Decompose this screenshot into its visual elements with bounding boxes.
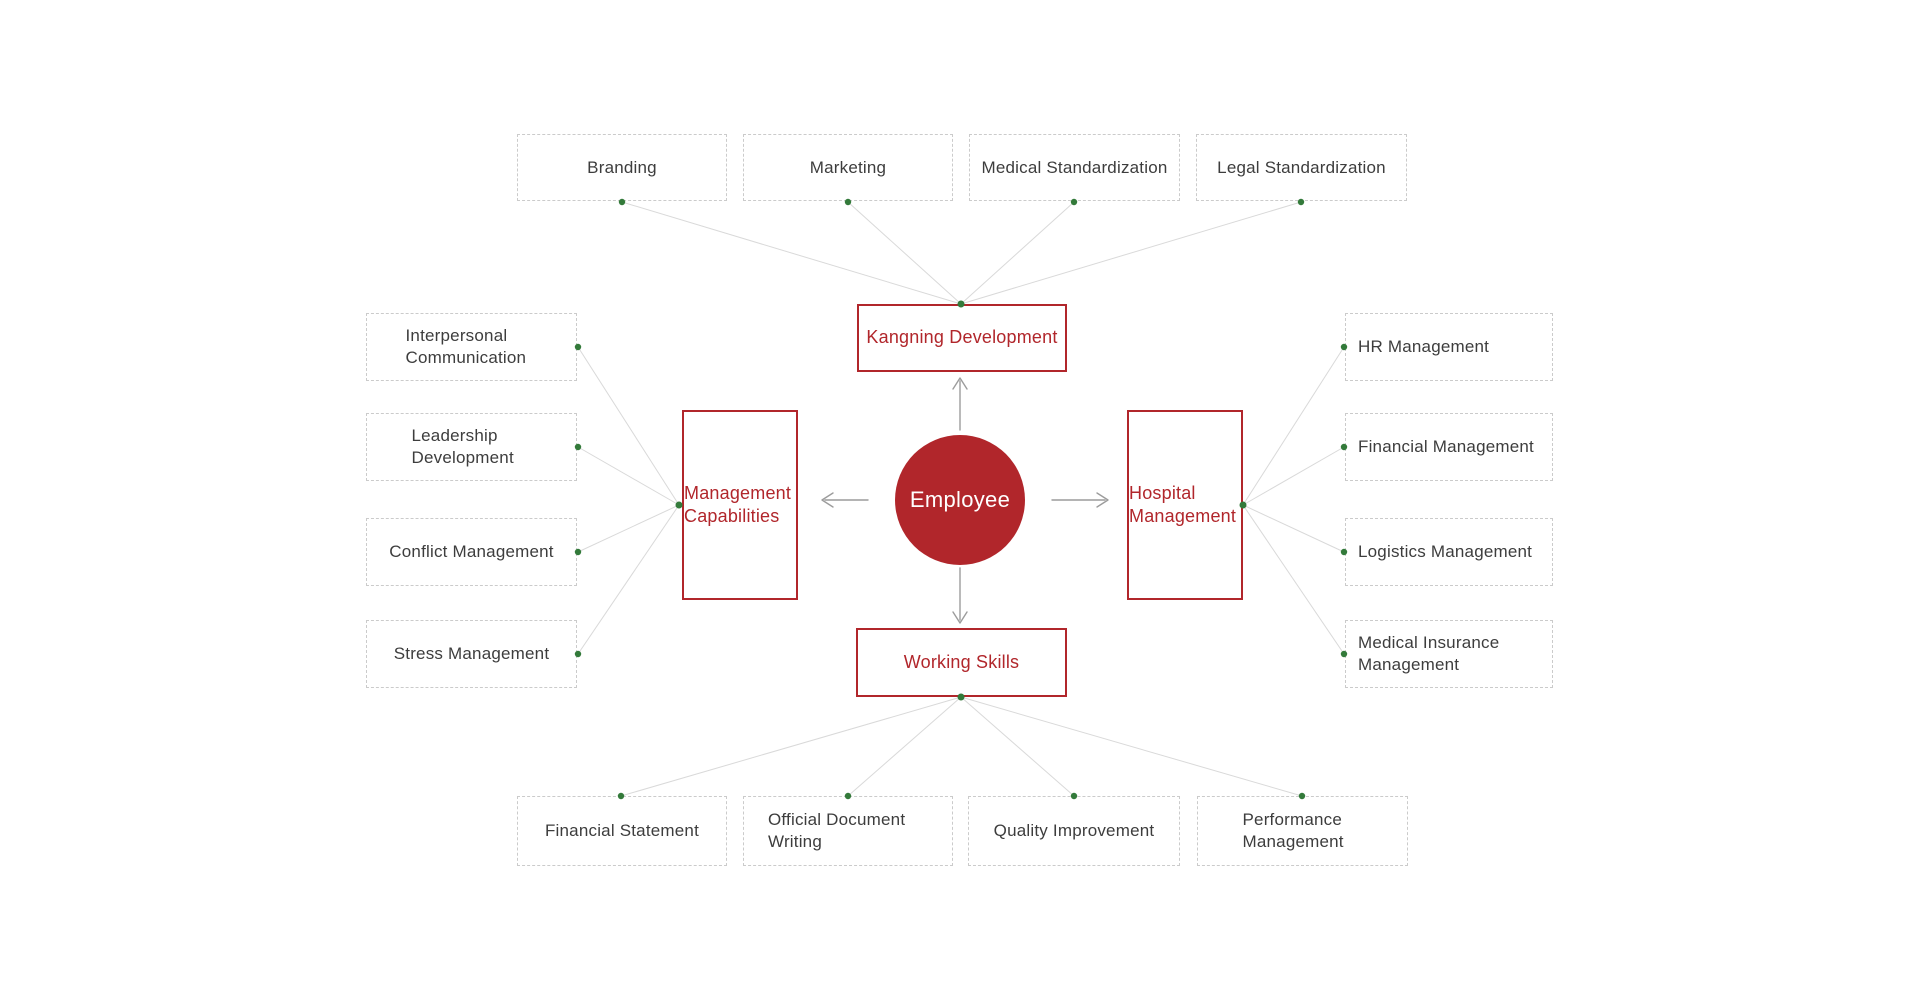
connector-lines-top [621,201,1302,305]
connector-line [960,201,1075,305]
connector-line [577,504,680,553]
node-label: Branding [587,157,657,177]
node-logistics-management: Logistics Management [1345,518,1553,586]
node-financial-statement: Financial Statement [517,796,727,866]
hub-label: Kangning Development [866,327,1058,348]
node-label: Stress Management [393,644,550,664]
connector-lines-left [577,346,680,655]
node-label: Leadership Development [411,426,514,467]
node-hr-management: HR Management [1345,313,1553,381]
node-label: Official Document Writing [768,810,906,851]
connector-line [577,504,680,655]
center-label: Employee [909,487,1011,512]
node-label: Marketing [809,157,887,177]
node-label: Performance Management [1242,810,1344,851]
arrow-left-icon [821,492,869,508]
hub-kangning-development: Kangning Development [857,304,1067,372]
connector-line [621,201,962,305]
node-legal-standardization: Legal Standardization [1196,134,1407,201]
hub-label: Hospital Management [1129,482,1237,526]
connector-lines-bottom [620,696,1303,797]
node-label: Logistics Management [1358,542,1533,562]
arrow-right-icon [1051,492,1109,508]
node-label: Legal Standardization [1217,157,1386,177]
node-stress-management: Stress Management [366,620,577,688]
hub-hospital-management: Hospital Management [1127,410,1243,600]
connector-line [577,346,680,506]
center-node-employee: Employee [895,435,1025,565]
connector-line [847,696,962,797]
node-performance-management: Performance Management [1197,796,1408,866]
node-label: Conflict Management [389,542,554,562]
hub-management-capabilities: Management Capabilities [682,410,798,600]
connector-line [847,201,962,305]
connector-line [577,446,680,506]
connector-line [620,696,962,797]
connector-line [1242,504,1345,553]
connector-line [960,696,1303,797]
hub-label: Management Capabilities [684,482,792,526]
connector-line [960,696,1075,797]
connector-line [1242,446,1345,506]
node-medical-insurance-management: Medical Insurance Management [1345,620,1553,688]
node-leadership-development: Leadership Development [366,413,577,481]
node-label: Quality Improvement [993,821,1155,841]
node-medical-standardization: Medical Standardization [969,134,1180,201]
node-label: HR Management [1358,337,1490,357]
connector-line [960,201,1302,305]
connector-line [1242,504,1345,655]
arrow-down-icon [952,567,968,624]
node-label: Medical Standardization [981,157,1168,177]
node-marketing: Marketing [743,134,953,201]
node-branding: Branding [517,134,727,201]
connector-line [1242,346,1345,506]
hub-label: Working Skills [903,651,1020,672]
node-conflict-management: Conflict Management [366,518,577,586]
node-interpersonal-communication: Interpersonal Communication [366,313,577,381]
connector-lines-right [1242,346,1345,655]
node-label: Interpersonal Communication [405,326,527,367]
node-financial-management: Financial Management [1345,413,1553,481]
node-label: Medical Insurance Management [1358,633,1500,674]
node-label: Financial Management [1358,437,1534,457]
node-official-document-writing: Official Document Writing [743,796,953,866]
hub-working-skills: Working Skills [856,628,1067,697]
arrow-up-icon [952,377,968,431]
node-quality-improvement: Quality Improvement [968,796,1180,866]
node-label: Financial Statement [544,821,700,841]
